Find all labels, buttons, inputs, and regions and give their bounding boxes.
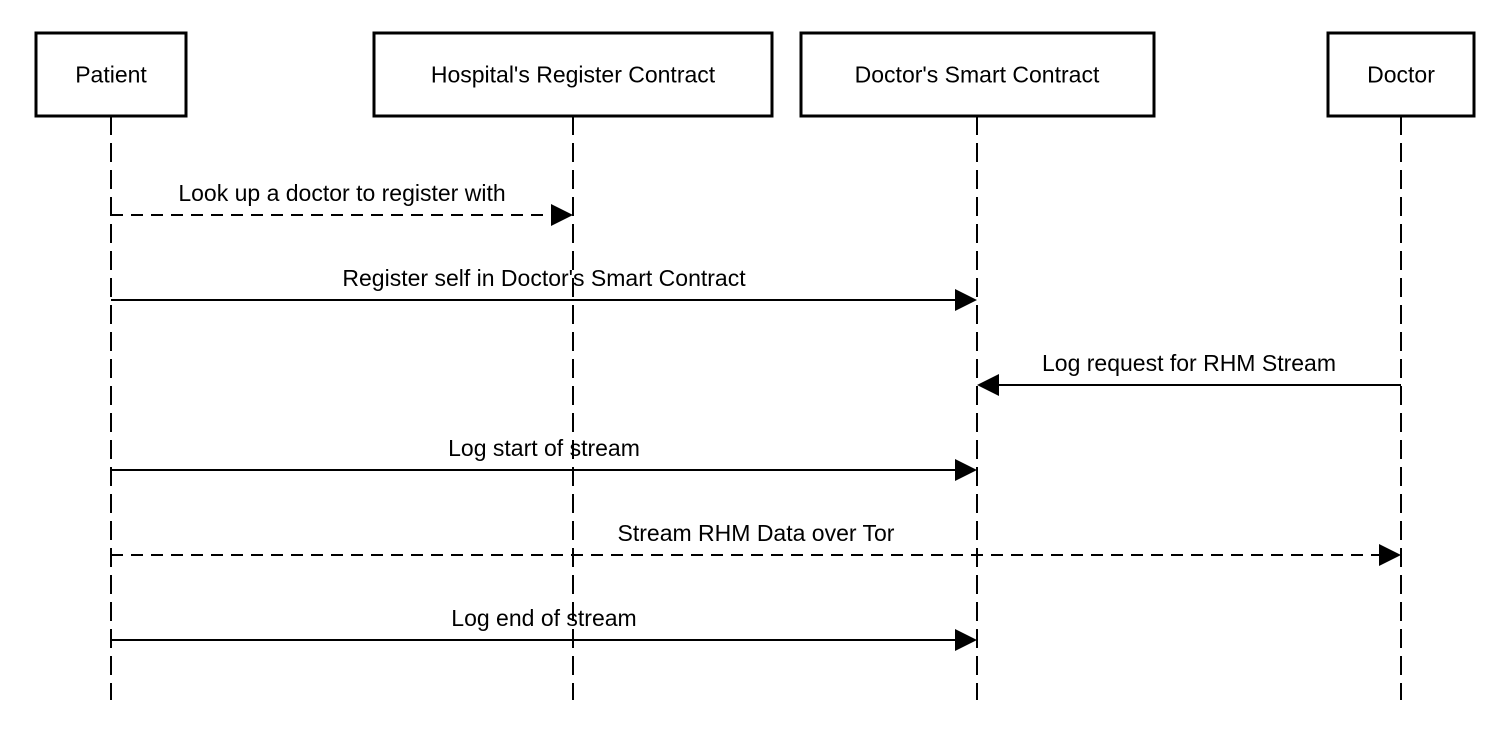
message-3: Log request for RHM Stream: [977, 350, 1401, 396]
actor-doctor: Doctor: [1326, 31, 1476, 118]
actor-box: [1326, 31, 1476, 118]
message-1: Look up a doctor to register with: [111, 180, 573, 226]
message-label: Register self in Doctor's Smart Contract: [342, 265, 746, 291]
arrowhead: [1379, 544, 1401, 566]
lifelines: [110, 116, 1402, 700]
message-5: Stream RHM Data over Tor: [111, 520, 1401, 566]
message-4: Log start of stream: [111, 435, 977, 481]
message-label: Log end of stream: [451, 605, 636, 631]
messages: Look up a doctor to register withRegiste…: [111, 180, 1401, 651]
actor-box: [372, 31, 774, 118]
arrowhead: [955, 289, 977, 311]
actor-doctor-contract: Doctor's Smart Contract: [799, 31, 1156, 118]
arrowhead: [551, 204, 573, 226]
message-6: Log end of stream: [111, 605, 977, 651]
message-2: Register self in Doctor's Smart Contract: [111, 265, 977, 311]
arrowhead: [955, 629, 977, 651]
message-label: Log start of stream: [448, 435, 640, 461]
actor-patient: Patient: [34, 31, 188, 118]
actor-box: [34, 31, 188, 118]
arrowhead: [977, 374, 999, 396]
actor-label: Doctor's Smart Contract: [855, 62, 1100, 88]
actor-box: [799, 31, 1156, 118]
message-label: Stream RHM Data over Tor: [618, 520, 895, 546]
actor-hospital: Hospital's Register Contract: [372, 31, 774, 118]
actors: Patient Hospital's Register Contract Docto…: [34, 31, 1476, 118]
actor-label: Hospital's Register Contract: [431, 62, 716, 88]
message-label: Look up a doctor to register with: [178, 180, 505, 206]
actor-label: Patient: [75, 62, 147, 88]
message-label: Log request for RHM Stream: [1042, 350, 1336, 376]
actor-label: Doctor: [1367, 62, 1435, 88]
arrowhead: [955, 459, 977, 481]
